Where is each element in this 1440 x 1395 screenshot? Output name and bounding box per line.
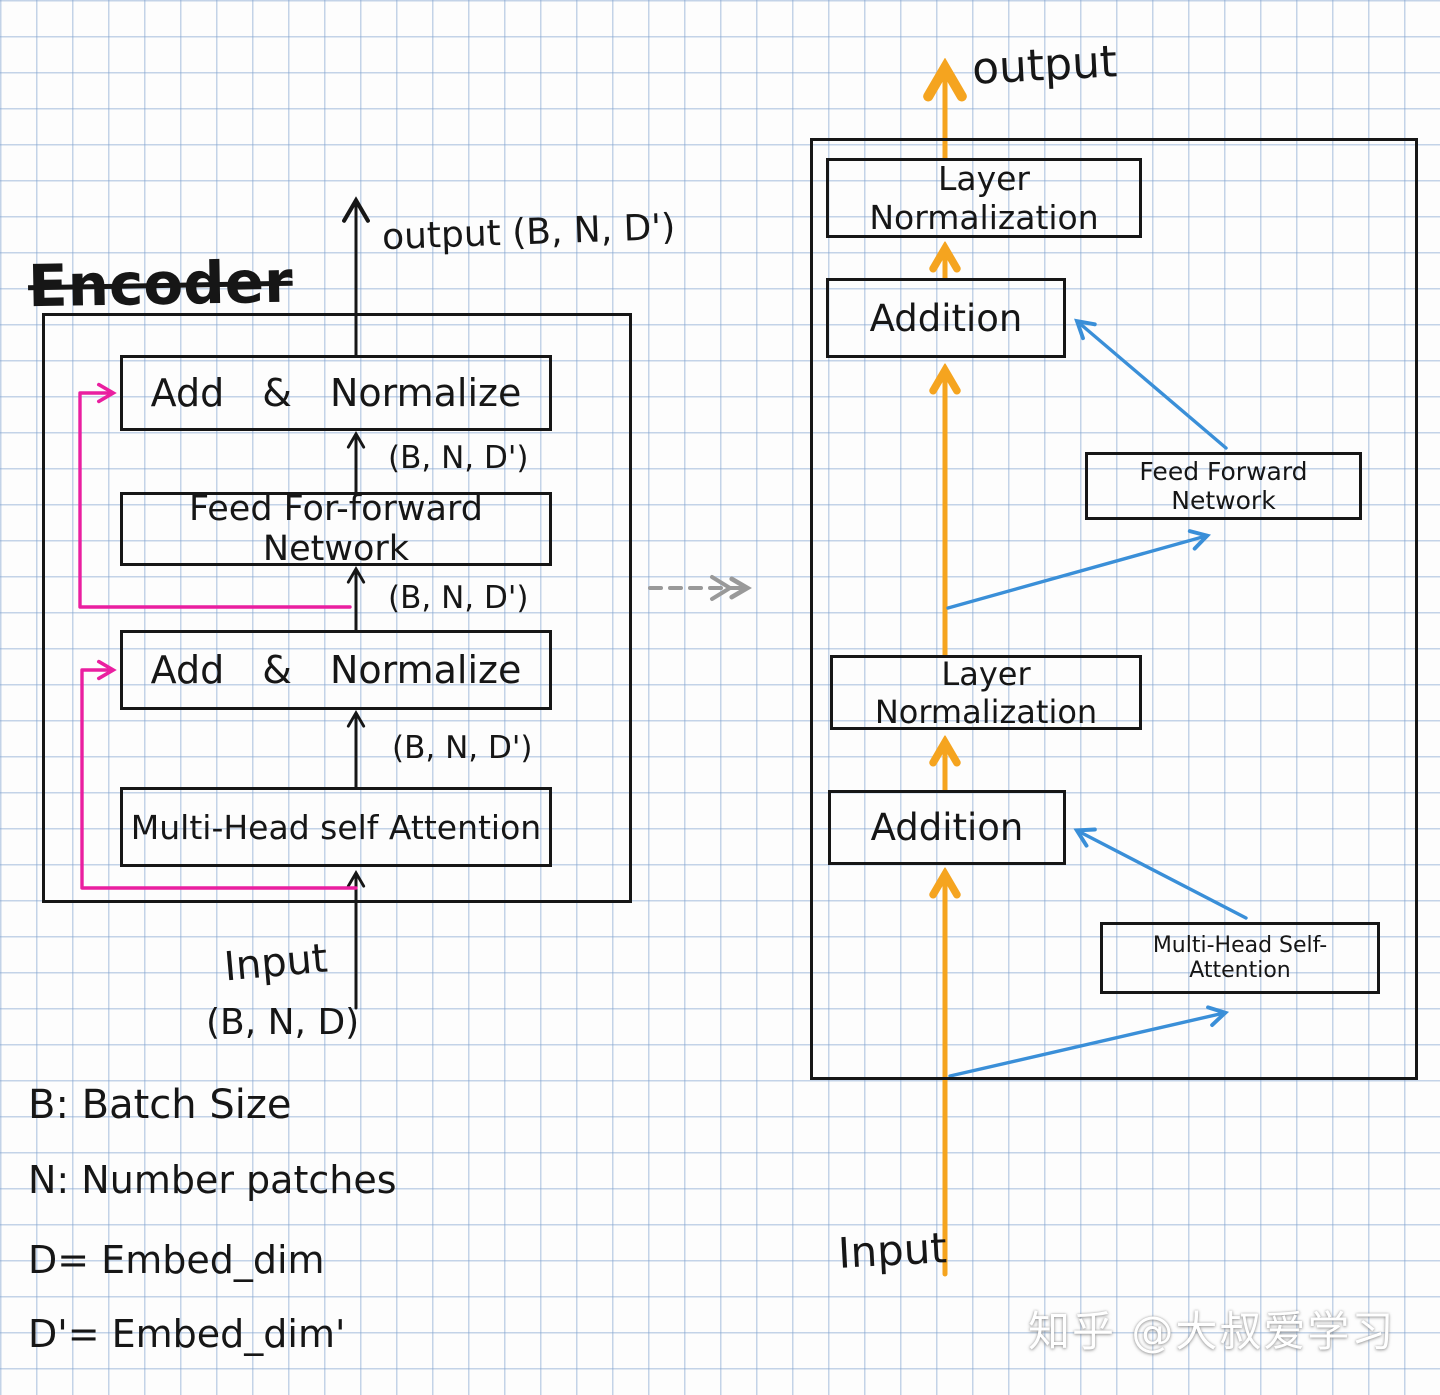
add-normalize-box-top: Add & Normalize xyxy=(120,355,552,431)
layer-normalization-label: Layer Normalization xyxy=(869,159,1099,237)
addition-label: Addition xyxy=(869,296,1023,340)
add-normalize-label: Add & Normalize xyxy=(150,371,522,415)
legend-item-embed-dim: D= Embed_dim xyxy=(28,1238,325,1282)
encoder-outer-box xyxy=(42,313,632,903)
watermark: 知乎 @大叔爱学习 xyxy=(1028,1307,1396,1356)
left-input-shape: (B, N, D) xyxy=(206,1002,360,1043)
addition-box-top: Addition xyxy=(826,278,1066,358)
legend-item-number-patches: N: Number patches xyxy=(28,1158,397,1202)
feed-forward-label: Feed For-forward Network xyxy=(189,489,483,569)
transition-arrow xyxy=(648,575,752,601)
multi-head-attention-label: Multi-Head self Attention xyxy=(130,807,542,847)
shape-annotation: (B, N, D') xyxy=(388,580,529,616)
shape-annotation: (B, N, D') xyxy=(392,730,533,766)
right-output-label: output xyxy=(970,36,1119,95)
multi-head-self-attention-label: Multi-Head Self-Attention xyxy=(1152,933,1328,983)
multi-head-attention-box-left: Multi-Head self Attention xyxy=(120,787,552,867)
left-output-label: output (B, N, D') xyxy=(381,206,676,259)
legend-item-embed-dim-prime: D'= Embed_dim' xyxy=(28,1312,346,1356)
feed-forward-box-left: Feed For-forward Network xyxy=(120,489,552,569)
shape-annotation: (B, N, D') xyxy=(388,440,529,476)
add-normalize-label: Add & Normalize xyxy=(150,648,522,692)
multi-head-self-attention-box-right: Multi-Head Self-Attention xyxy=(1100,922,1380,994)
addition-label: Addition xyxy=(870,806,1024,849)
add-normalize-box-bottom: Add & Normalize xyxy=(120,630,552,710)
legend-item-batch-size: B: Batch Size xyxy=(28,1082,292,1128)
right-input-label: Input xyxy=(836,1223,948,1278)
addition-box-bottom: Addition xyxy=(828,790,1066,865)
left-diagram-title: Encoder xyxy=(27,247,294,321)
feed-forward-network-label: Feed Forward Network xyxy=(1139,457,1308,515)
layer-normalization-label: Layer Normalization xyxy=(874,654,1098,731)
layer-normalization-box-top: Layer Normalization xyxy=(826,158,1142,238)
right-outer-box xyxy=(810,138,1418,1080)
left-input-label: Input xyxy=(222,935,330,991)
layer-normalization-box-bottom: Layer Normalization xyxy=(830,654,1142,731)
feed-forward-network-box-right: Feed Forward Network xyxy=(1085,452,1362,520)
